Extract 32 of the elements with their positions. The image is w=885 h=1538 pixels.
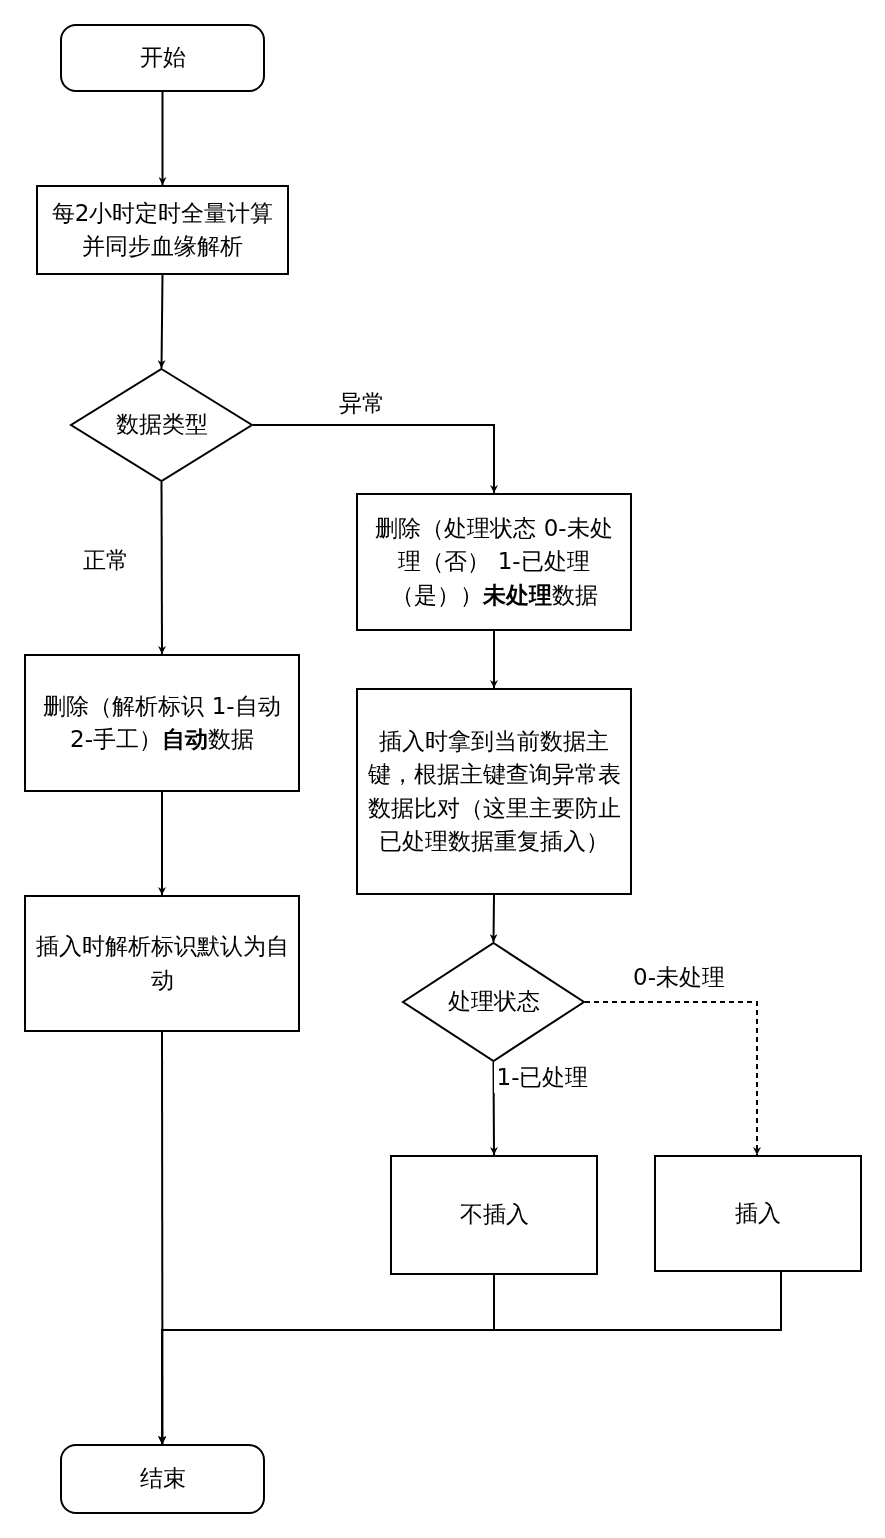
node-text: 每2小时定时全量计算并同步血缘解析 <box>50 198 275 261</box>
node-text: 插入时拿到当前数据主键，根据主键查询异常表数据比对（这里主要防止已处理数据重复插入） <box>366 726 622 856</box>
decision-diamond <box>70 368 253 482</box>
arrow <box>157 274 166 369</box>
arrow <box>252 424 498 494</box>
node-text: 结束 <box>139 1464 186 1494</box>
arrow <box>158 481 166 655</box>
process-box <box>390 1155 598 1275</box>
process-box <box>36 185 289 275</box>
node-text: 数据类型 <box>115 410 208 440</box>
node-text: 删除（处理状态 0-未处理（否） 1-已处理（是））未处理数据 <box>374 514 614 610</box>
terminal-box <box>60 24 265 92</box>
arrow <box>158 1031 167 1445</box>
arrow <box>490 630 498 689</box>
node-text: 插入时解析标识默认为自动 <box>34 932 290 995</box>
process-box <box>654 1155 862 1272</box>
dashed-arrow <box>584 1001 761 1156</box>
node-text: 开始 <box>139 43 186 73</box>
decision-diamond <box>402 942 585 1062</box>
node-text: 不插入 <box>459 1200 529 1230</box>
node-text: 处理状态 <box>447 987 540 1017</box>
node-text: 插入 <box>735 1198 781 1228</box>
arrow <box>158 791 166 896</box>
arrow <box>489 894 498 943</box>
process-box <box>356 493 632 631</box>
terminal-box <box>60 1444 265 1514</box>
node-text: 删除（解析标识 1-自动 2-手工）自动数据 <box>42 691 282 754</box>
arrow <box>158 91 167 186</box>
process-box <box>24 654 300 792</box>
process-box <box>24 895 300 1032</box>
process-box <box>356 688 632 895</box>
arrow <box>158 1271 782 1445</box>
